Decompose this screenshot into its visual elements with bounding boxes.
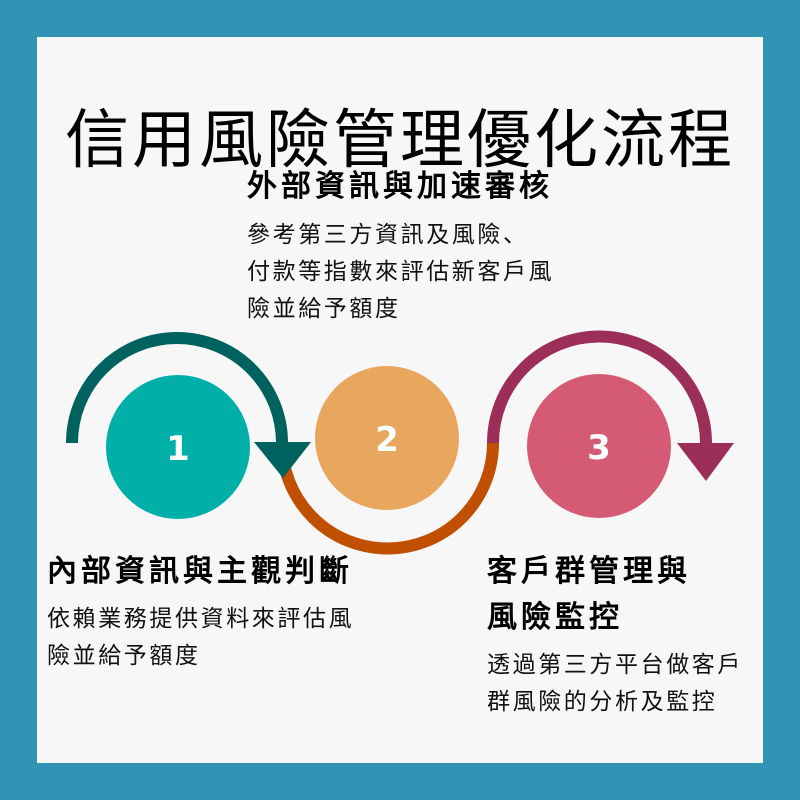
step3-node: 3 bbox=[527, 374, 671, 518]
step3-number: 3 bbox=[587, 428, 611, 468]
step3-circle bbox=[527, 374, 671, 518]
step1-body-line: 依賴業務提供資料來評估風 bbox=[47, 606, 355, 632]
step1-number: 1 bbox=[166, 429, 190, 469]
step2-body-line: 付款等指數來評估新客戶風 bbox=[247, 259, 555, 285]
step2-node: 2 bbox=[315, 366, 459, 510]
step2-body-line: 參考第三方資訊及風險、 bbox=[247, 222, 529, 248]
step2-heading: 外部資訊與加速審核 bbox=[247, 164, 553, 210]
step2-circle bbox=[315, 366, 459, 510]
step3-heading: 客戶群管理與 風險監控 bbox=[487, 549, 691, 641]
step1-description: 依賴業務提供資料來評估風 險並給予額度 bbox=[47, 601, 354, 675]
step2-heading-line: 外部資訊與加速審核 bbox=[247, 169, 553, 204]
step2-body-line: 險並給予額度 bbox=[247, 296, 401, 322]
step1-heading: 內部資訊與主觀判斷 bbox=[47, 549, 353, 595]
step1-circle bbox=[106, 375, 250, 519]
step3-heading-line: 風險監控 bbox=[487, 600, 623, 635]
step3-arrow-arc bbox=[487, 330, 712, 444]
step3-description: 透過第三方平台做客戶 群風險的分析及監控 bbox=[487, 647, 743, 721]
step2-number: 2 bbox=[375, 420, 399, 460]
step2-description: 參考第三方資訊及風險、 付款等指數來評估新客戶風 險並給予額度 bbox=[247, 217, 554, 328]
page-title: 信用風險管理優化流程 bbox=[65, 103, 735, 178]
step1-heading-line: 內部資訊與主觀判斷 bbox=[47, 554, 353, 589]
step2-arrow-arc bbox=[276, 442, 499, 555]
step3-body-line: 群風險的分析及監控 bbox=[487, 689, 718, 715]
step1-node: 1 bbox=[106, 375, 250, 519]
step3-heading-line: 客戶群管理與 bbox=[487, 554, 691, 589]
step3-arrowhead-icon bbox=[677, 443, 734, 481]
step3-body-line: 透過第三方平台做客戶 bbox=[487, 652, 743, 678]
step1-arrowhead-icon bbox=[254, 442, 311, 478]
step1-body-line: 險並給予額度 bbox=[47, 643, 201, 669]
step1-arrow-arc bbox=[66, 332, 288, 444]
